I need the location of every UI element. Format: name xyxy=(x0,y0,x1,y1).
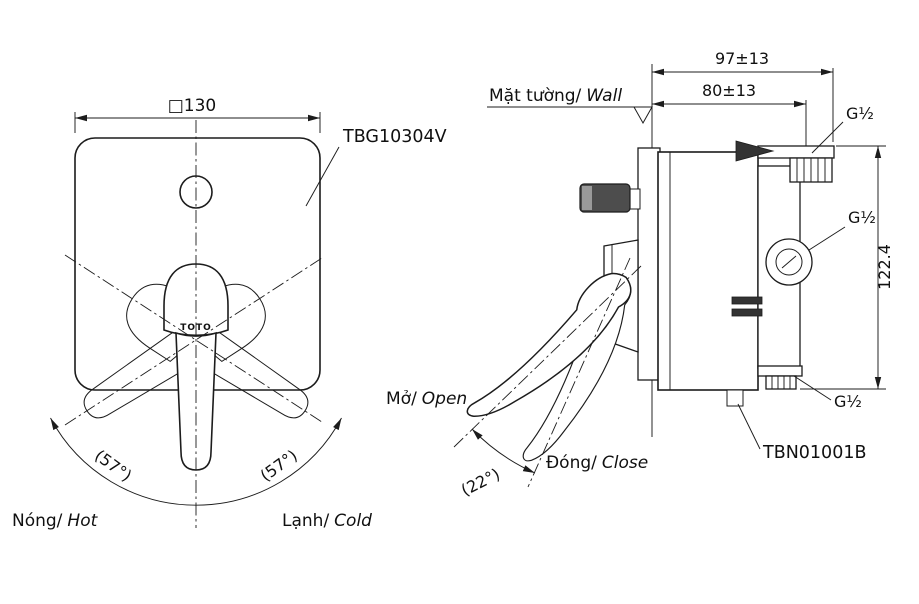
dim-depth-97: 97±13 xyxy=(652,49,834,142)
part-callout-front: TBG10304V xyxy=(305,127,447,207)
swing-arc xyxy=(50,417,342,506)
dim-122-value: 122.4 xyxy=(875,244,894,290)
label-close-en: Close xyxy=(602,453,648,473)
thread-middle-label: G½ xyxy=(848,208,876,227)
label-hot-vi: Nóng/ xyxy=(12,511,63,531)
mounting-tab xyxy=(726,389,744,407)
thread-callout-bottom: G½ xyxy=(793,375,862,411)
label-cold-vi: Lạnh/ xyxy=(282,511,329,531)
middle-port xyxy=(765,238,813,286)
open-close-arc xyxy=(471,428,536,474)
escutcheon-plate xyxy=(637,147,661,381)
lever-axis-open xyxy=(453,265,642,448)
label-hot: Nóng/Hot xyxy=(12,511,99,531)
part-number-side: TBN01001B xyxy=(762,443,866,463)
part-callout-side: TBN01001B xyxy=(737,403,866,463)
bottom-port-thread-lines xyxy=(771,376,791,389)
leader-line-front xyxy=(305,146,340,207)
label-wall-vi: Mặt tường/ xyxy=(489,86,582,106)
front-view: □130 TBG10304V TOTO (57°) (57°) Nóng/Hot… xyxy=(12,96,447,531)
label-open: Mở/Open xyxy=(386,389,467,409)
label-wall-en: Wall xyxy=(586,86,622,106)
lever-axis-closed xyxy=(527,257,631,488)
label-cold-en: Cold xyxy=(334,511,372,531)
thread-bottom-label: G½ xyxy=(834,392,862,411)
bottom-flange xyxy=(757,365,803,377)
toto-logo: TOTO xyxy=(180,323,212,333)
label-cold: Lạnh/Cold xyxy=(282,511,372,531)
side-view: Mặt tường/Wall 97±13 80±13 xyxy=(386,49,894,500)
bottom-port xyxy=(757,365,803,390)
middle-port-slot xyxy=(781,255,797,269)
check-valve-flag xyxy=(735,140,775,162)
wall-hatch-triangle xyxy=(633,106,653,125)
outlet-cylinder xyxy=(579,183,631,213)
leader-thread-bottom xyxy=(793,375,832,401)
dim-width-130: □130 xyxy=(74,96,321,133)
label-close: Đóng/Close xyxy=(546,453,648,473)
thread-callout-top: G½ xyxy=(811,104,874,154)
label-wall: Mặt tường/Wall xyxy=(489,86,622,106)
label-open-en: Open xyxy=(422,389,467,409)
rotation-axis-left xyxy=(64,257,323,426)
angle-label-left: (57°) xyxy=(91,446,135,485)
dim-80-value: 80±13 xyxy=(702,81,756,100)
part-number-front: TBG10304V xyxy=(342,127,447,147)
top-port-thread-lines xyxy=(796,158,826,182)
dim-97-value: 97±13 xyxy=(715,49,769,68)
label-hot-en: Hot xyxy=(67,511,98,531)
bottom-port-body xyxy=(765,375,797,390)
outlet-cylinder-cap xyxy=(582,186,592,210)
leader-thread-middle xyxy=(808,226,846,251)
rotation-axis-right xyxy=(64,254,323,423)
clip-bar-lower xyxy=(731,308,763,317)
dim-depth-80: 80±13 xyxy=(652,81,807,150)
top-port xyxy=(789,157,833,183)
dim-width-value: □130 xyxy=(168,96,217,116)
angle-open-label: (22°) xyxy=(458,464,503,499)
leader-line-side xyxy=(737,403,761,450)
clip-bar-upper xyxy=(731,296,763,305)
thread-callout-middle: G½ xyxy=(808,208,876,251)
valve-casing xyxy=(657,151,759,391)
thread-top-label: G½ xyxy=(846,104,874,123)
outlet-connector xyxy=(629,188,641,210)
outlet-cylinder-body xyxy=(579,183,631,213)
label-close-vi: Đóng/ xyxy=(546,453,597,473)
leader-thread-top xyxy=(811,121,844,154)
angle-label-right: (57°) xyxy=(257,446,301,485)
label-open-vi: Mở/ xyxy=(386,389,417,409)
